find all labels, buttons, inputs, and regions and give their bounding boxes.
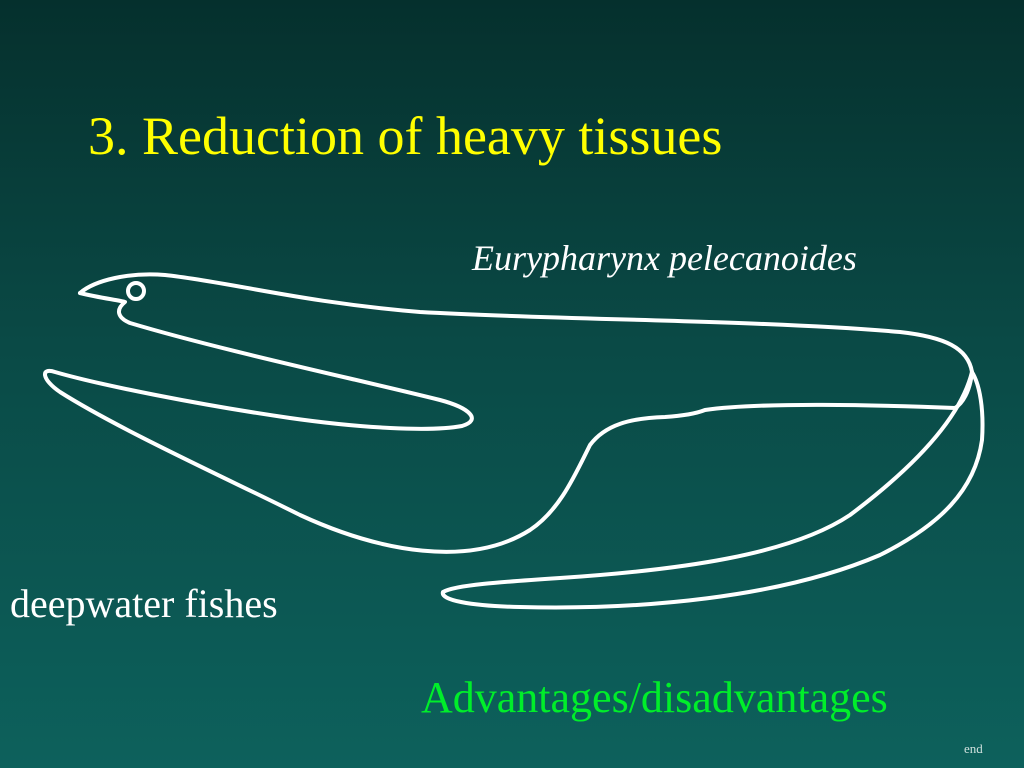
eye-icon [126,281,146,301]
species-label: Eurypharynx pelecanoides [472,238,857,278]
head-underside-outline [43,291,957,554]
tail-inner-outline [440,370,985,610]
subject-label: deepwater fishes [10,581,278,626]
end-link[interactable]: end [964,741,983,756]
advantages-link[interactable]: Advantages/disadvantages [421,673,888,722]
upper-body-outline [78,272,974,410]
slide-title: 3. Reduction of heavy tissues [88,106,723,166]
